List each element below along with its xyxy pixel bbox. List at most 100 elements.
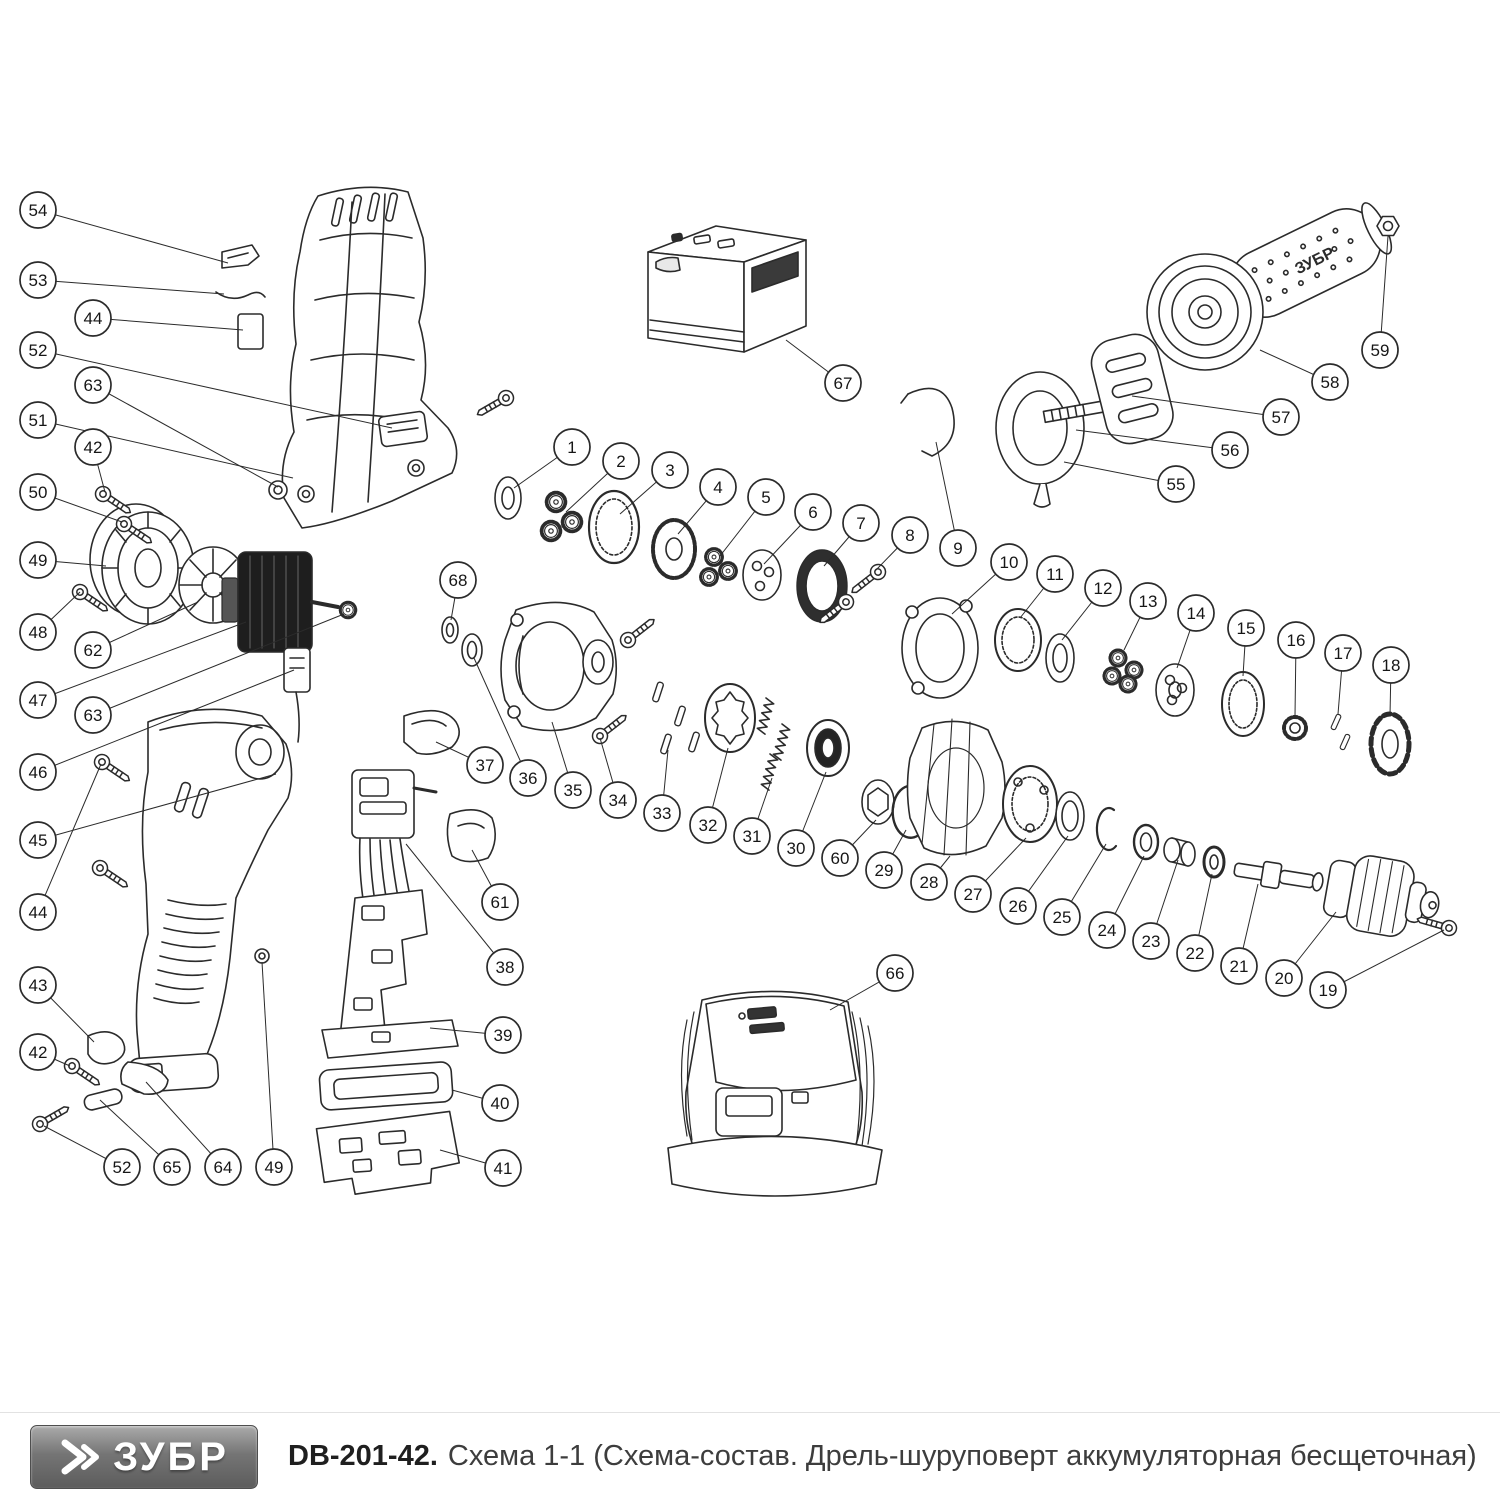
- svg-text:59: 59: [1371, 341, 1390, 360]
- svg-text:18: 18: [1382, 656, 1401, 675]
- callout-9: 9: [939, 529, 977, 567]
- drill-chuck: [1322, 855, 1440, 937]
- callout-19: 19: [1309, 971, 1347, 1009]
- leader-line-62: [92, 601, 199, 651]
- leader-line-45: [37, 773, 277, 841]
- svg-text:43: 43: [29, 976, 48, 995]
- svg-text:44: 44: [29, 903, 48, 922]
- flat-washer-2: [1055, 791, 1085, 841]
- leader-line-57: [1131, 395, 1282, 418]
- callout-11: 11: [1036, 555, 1074, 593]
- svg-text:4: 4: [713, 478, 722, 497]
- callout-25: 25: [1043, 898, 1081, 936]
- callout-35: 35: [554, 771, 592, 809]
- callout-5: 5: [747, 478, 785, 516]
- callout-63: 63: [74, 696, 112, 734]
- callout-60: 60: [821, 839, 859, 877]
- svg-text:40: 40: [491, 1094, 510, 1113]
- grip-nut: [1376, 215, 1400, 237]
- battery-contact-tray: [318, 1061, 454, 1111]
- belt-clip: [83, 1031, 169, 1111]
- wire-link: [215, 291, 266, 300]
- svg-text:41: 41: [494, 1159, 513, 1178]
- svg-text:15: 15: [1237, 619, 1256, 638]
- callout-37: 37: [466, 746, 504, 784]
- front-ring-gear: [1002, 765, 1058, 843]
- svg-text:47: 47: [29, 691, 48, 710]
- spacer-sleeve: [1163, 837, 1196, 867]
- svg-text:32: 32: [699, 816, 718, 835]
- callout-3: 3: [651, 451, 689, 489]
- callout-28: 28: [910, 863, 948, 901]
- zubr-logo: ЗУБР: [30, 1424, 258, 1489]
- svg-text:27: 27: [964, 885, 983, 904]
- trigger: [403, 709, 460, 755]
- board-base-plate: [321, 1019, 459, 1059]
- aux-handle-collar: [995, 371, 1085, 508]
- svg-text:64: 64: [214, 1158, 233, 1177]
- motor-stator: [89, 503, 195, 625]
- callout-57: 57: [1262, 398, 1300, 436]
- callout-54: 54: [19, 191, 57, 229]
- callout-21: 21: [1220, 947, 1258, 985]
- star-washer: [1282, 715, 1308, 741]
- leader-line-63: [92, 613, 345, 716]
- callout-38: 38: [486, 948, 524, 986]
- wire-clip: [900, 387, 955, 457]
- callout-52: 52: [19, 331, 57, 369]
- callout-26: 26: [999, 887, 1037, 925]
- callout-13: 13: [1129, 582, 1167, 620]
- brand-name: ЗУБР: [113, 1434, 229, 1479]
- leader-line-38: [405, 843, 506, 968]
- circlip: [1095, 807, 1118, 852]
- callout-58: 58: [1311, 363, 1349, 401]
- spindle-washers: [441, 616, 483, 667]
- svg-text:5: 5: [761, 488, 770, 507]
- svg-text:34: 34: [609, 791, 628, 810]
- speed-selector-clip: [221, 244, 260, 269]
- svg-text:31: 31: [743, 827, 762, 846]
- callout-45: 45: [19, 821, 57, 859]
- svg-text:19: 19: [1319, 981, 1338, 1000]
- clutch-springs: [755, 697, 792, 791]
- callout-47: 47: [19, 681, 57, 719]
- svg-text:46: 46: [29, 763, 48, 782]
- callout-10: 10: [990, 543, 1028, 581]
- gear-train: [494, 476, 848, 623]
- leader-line-52: [37, 349, 393, 429]
- svg-text:22: 22: [1186, 944, 1205, 963]
- svg-text:48: 48: [29, 623, 48, 642]
- svg-text:58: 58: [1321, 373, 1340, 392]
- leader-line-19: [1327, 929, 1445, 991]
- callout-63: 63: [74, 366, 112, 404]
- svg-text:8: 8: [905, 526, 914, 545]
- callout-17: 17: [1324, 634, 1362, 672]
- svg-text:35: 35: [564, 781, 583, 800]
- callout-12: 12: [1084, 569, 1122, 607]
- hex-washer: [861, 779, 895, 825]
- svg-text:1: 1: [567, 438, 576, 457]
- aux-handle-grip: ЗУБР: [1146, 202, 1393, 371]
- svg-text:25: 25: [1053, 908, 1072, 927]
- front-bearing: [1132, 823, 1160, 861]
- callout-64: 64: [204, 1148, 242, 1186]
- exploded-diagram: ЗУБР: [19, 186, 1460, 1197]
- leader-line-51: [37, 419, 294, 479]
- svg-text:10: 10: [1000, 553, 1019, 572]
- ring-gear-2: [994, 608, 1042, 672]
- leader-line-63: [92, 384, 279, 488]
- svg-text:51: 51: [29, 411, 48, 430]
- led-board-bracket: [339, 889, 428, 1038]
- callout-48: 48: [19, 613, 57, 651]
- seal-ring: [1202, 845, 1226, 879]
- callout-43: 43: [19, 966, 57, 1004]
- callout-53: 53: [19, 261, 57, 299]
- leader-line-44: [37, 763, 102, 913]
- rotor-pinion: [338, 600, 358, 620]
- guide-pins: [651, 680, 701, 756]
- zubr-chevron-icon: [61, 1439, 100, 1474]
- cam-ring: [1368, 711, 1412, 777]
- svg-text:30: 30: [787, 839, 806, 858]
- clutch-plate: [704, 683, 756, 753]
